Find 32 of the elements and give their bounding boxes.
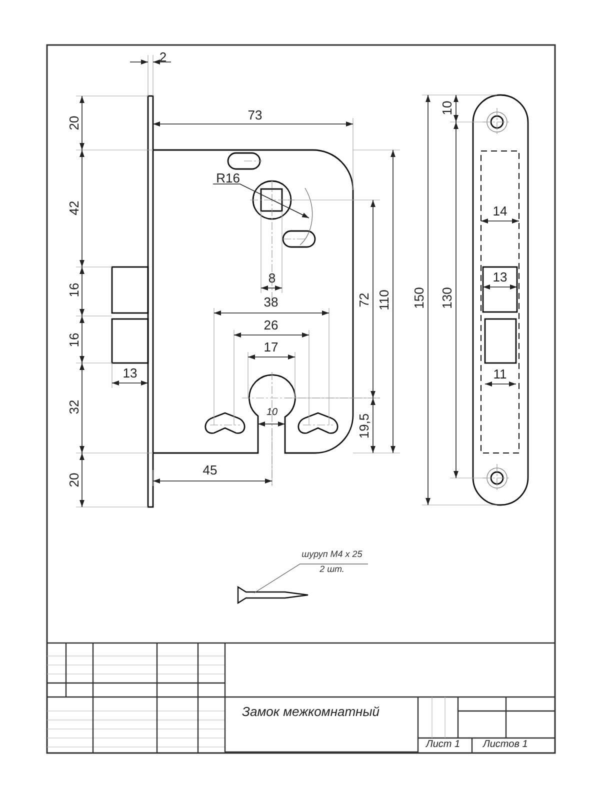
dimension-label: 10 xyxy=(440,100,454,116)
title-block-text: Листов 1 xyxy=(483,740,528,750)
dimension-label: 42 xyxy=(68,200,80,216)
dimension-label: 10 xyxy=(266,408,278,418)
dimension-label: 72 xyxy=(358,292,370,308)
dimension-label: 130 xyxy=(440,287,454,309)
dimension-label: 14 xyxy=(492,204,508,218)
dimension-label: 11 xyxy=(493,368,507,380)
dimension-label: 8 xyxy=(268,272,276,284)
leader-line xyxy=(254,564,368,594)
note-text: шуруп М4 х 25 xyxy=(300,550,364,559)
dimension-label: 17 xyxy=(264,340,278,354)
dimension-label: 20 xyxy=(68,116,80,130)
dimension-label: R16 xyxy=(216,172,240,184)
dimension-label: 150 xyxy=(412,287,426,309)
dimension-label: 32 xyxy=(68,400,80,414)
title-block-text: Замок межкомнатный xyxy=(242,704,380,718)
dimension-label: 110 xyxy=(378,290,390,310)
dimension-label: 16 xyxy=(68,282,80,298)
dimension-label: 13 xyxy=(492,270,508,284)
dimension-label: 19,5 xyxy=(358,413,370,439)
screw-drawing xyxy=(237,586,309,604)
dimension-label: 38 xyxy=(264,296,278,308)
dimension-label: 20 xyxy=(68,472,80,488)
dimension-label: 45 xyxy=(202,464,218,476)
dimension-label: 16 xyxy=(68,332,80,348)
title-block-text: Лист 1 xyxy=(426,740,460,750)
dimension-label: 73 xyxy=(248,108,262,122)
dimension-label: 26 xyxy=(264,318,278,332)
dimension-label: 13 xyxy=(122,366,138,380)
note-text: 2 шт. xyxy=(318,565,346,574)
dimension-label: 2 xyxy=(159,50,167,64)
